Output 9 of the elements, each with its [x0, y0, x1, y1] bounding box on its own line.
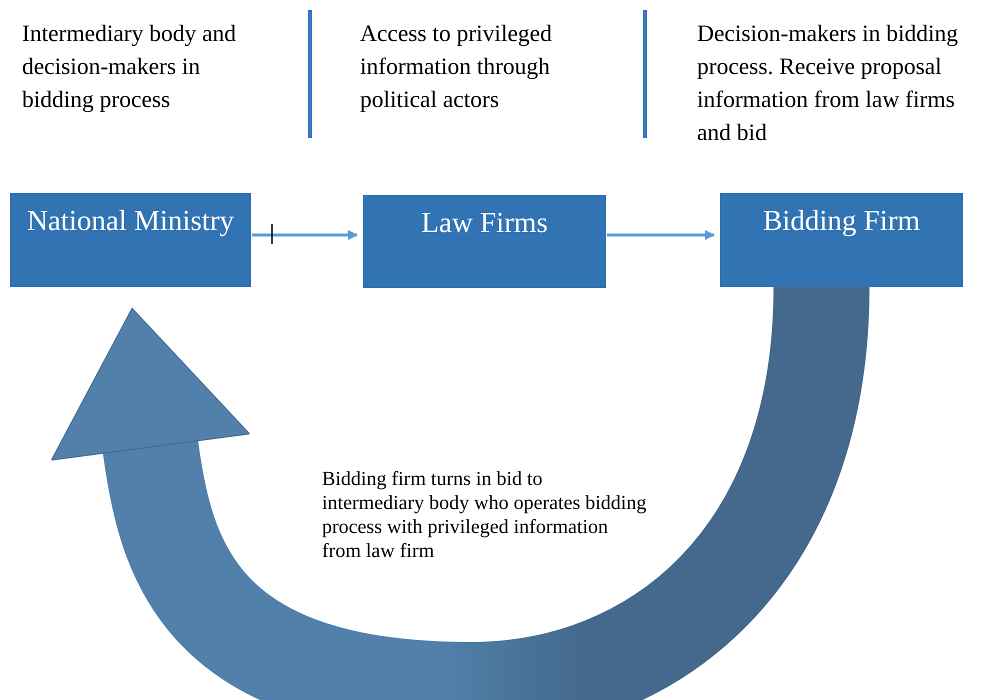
description-text: Access to privileged information through political actors	[360, 20, 553, 115]
description-text: Intermediary body and decision-makers in bidding process	[22, 20, 238, 115]
process-box: Bidding Firm	[720, 193, 963, 287]
note-text: Bidding firm turns in bid to intermediary body who operates bidding process with privileged information from law firm	[322, 467, 647, 563]
description-text: Decision-makers in bidding process. Receive proposal information from law firms and bid	[697, 20, 960, 148]
process-box: National Ministry	[10, 193, 251, 287]
process-box: Law Firms	[363, 195, 606, 288]
arrow	[252, 230, 358, 240]
arrow	[607, 230, 715, 240]
